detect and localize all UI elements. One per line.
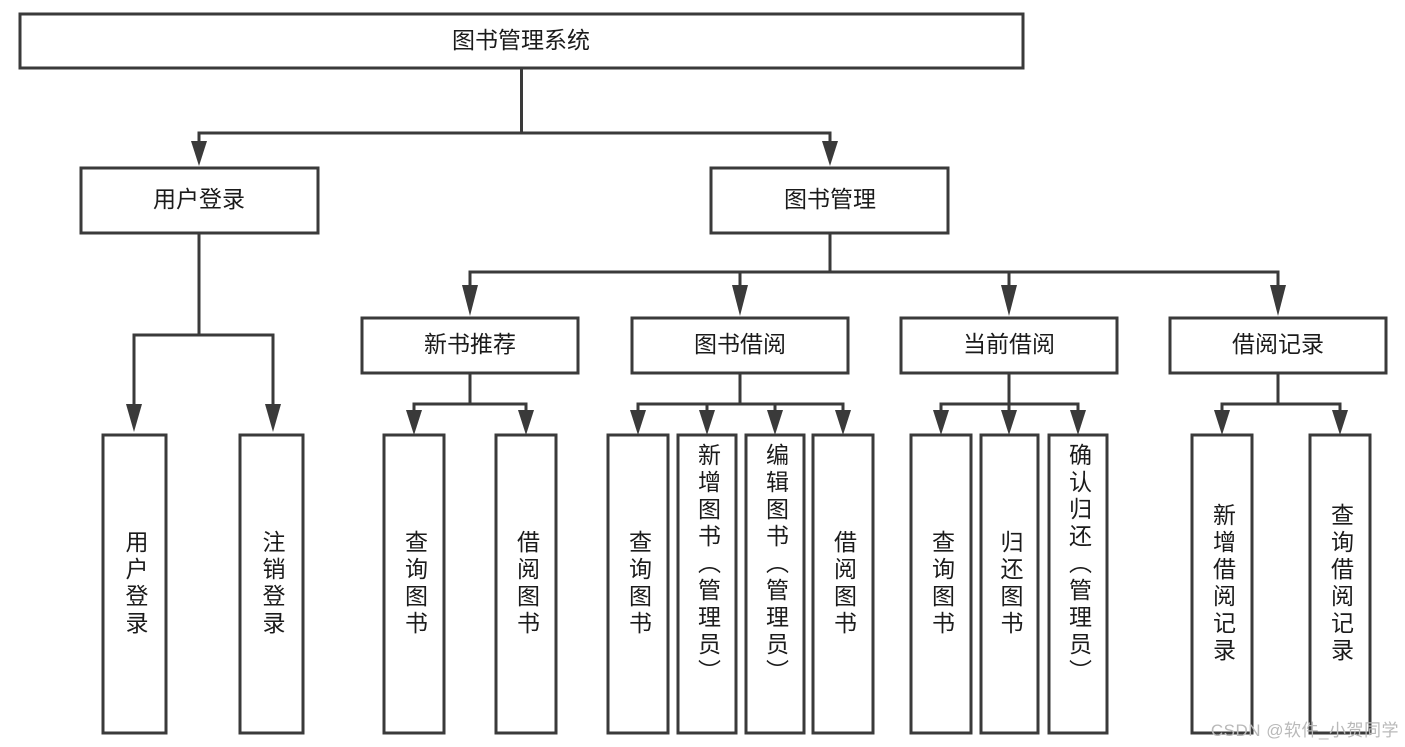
node-leaf-confirm-return-box[interactable] [1047,433,1109,735]
connector-group-user-login [126,231,281,432]
node-leaf-user-login-box[interactable] [101,433,168,735]
node-leaf-edit-book-box[interactable] [744,433,806,735]
node-leaf-query-book-1-box[interactable] [382,433,446,735]
csdn-watermark: CSDN @软件_小贺同学 [1210,721,1399,740]
node-leaf-add-book-box[interactable] [676,433,738,735]
connector-group-book-management [462,231,1286,316]
connector-group-book-borrow [630,371,851,435]
arrow-head-leaf-edit-book [767,410,783,435]
node-book-management-label: 图书管理 [784,186,876,212]
node-borrow-record-label: 借阅记录 [1232,331,1324,357]
arrow-head-leaf-query-record [1332,410,1348,435]
node-root[interactable]: 图书管理系统 [18,12,1025,70]
arrow-head-leaf-add-record [1214,410,1230,435]
node-book-management[interactable]: 图书管理 [709,166,950,235]
node-leaf-borrow-book-1-box[interactable] [494,433,558,735]
node-current-borrow-label: 当前借阅 [963,331,1055,357]
arrow-head-leaf-borrow-book-1 [518,410,534,435]
node-book-borrow[interactable]: 图书借阅 [630,316,850,375]
arrow-head-leaf-return-book [1001,410,1017,435]
arrow-head-user-login [191,141,207,166]
node-leaf-query-record-box[interactable] [1308,433,1372,735]
arrow-head-leaf-confirm-return [1070,410,1086,435]
node-user-login-label: 用户登录 [153,186,245,212]
node-new-book-recommend-label: 新书推荐 [424,331,516,357]
arrow-head-leaf-user-logout [265,404,281,432]
arrow-head-leaf-query-book-1 [406,410,422,435]
arrow-head-leaf-user-login [126,404,142,432]
node-book-management-box[interactable] [709,166,950,235]
node-book-borrow-label: 图书借阅 [694,331,786,357]
connector-group-borrow-record [1214,371,1348,435]
node-new-book-recommend[interactable]: 新书推荐 [360,316,580,375]
node-current-borrow-box[interactable] [899,316,1119,375]
arrow-head-leaf-add-book [699,410,715,435]
node-borrow-record-box[interactable] [1168,316,1388,375]
node-leaf-query-book-2-box[interactable] [606,433,670,735]
connector-group-new-book-recommend [406,371,534,435]
connector-group-root-to-level2 [191,66,838,166]
node-borrow-record[interactable]: 借阅记录 [1168,316,1388,375]
arrow-head-current-borrow [1001,285,1017,316]
arrow-head-borrow-record [1270,285,1286,316]
node-root-box[interactable] [18,12,1025,70]
node-current-borrow[interactable]: 当前借阅 [899,316,1119,375]
node-new-book-recommend-box[interactable] [360,316,580,375]
arrow-head-book-management [822,141,838,166]
node-leaf-user-logout-box[interactable] [238,433,305,735]
node-leaf-query-book-3-box[interactable] [909,433,973,735]
arrow-head-leaf-query-book-3 [933,410,949,435]
node-leaf-return-book-box[interactable] [979,433,1040,735]
node-leaf-borrow-book-2-box[interactable] [811,433,875,735]
node-book-borrow-box[interactable] [630,316,850,375]
arrow-head-book-borrow [732,285,748,316]
node-root-label: 图书管理系统 [452,27,590,53]
node-user-login-box[interactable] [79,166,320,235]
arrow-head-leaf-borrow-book-2 [835,410,851,435]
connector-group-current-borrow [933,371,1086,435]
node-leaf-add-record-box[interactable] [1190,433,1254,735]
arrow-head-new-book-recommend [462,285,478,316]
node-user-login[interactable]: 用户登录 [79,166,320,235]
arrow-head-leaf-query-book-2 [630,410,646,435]
